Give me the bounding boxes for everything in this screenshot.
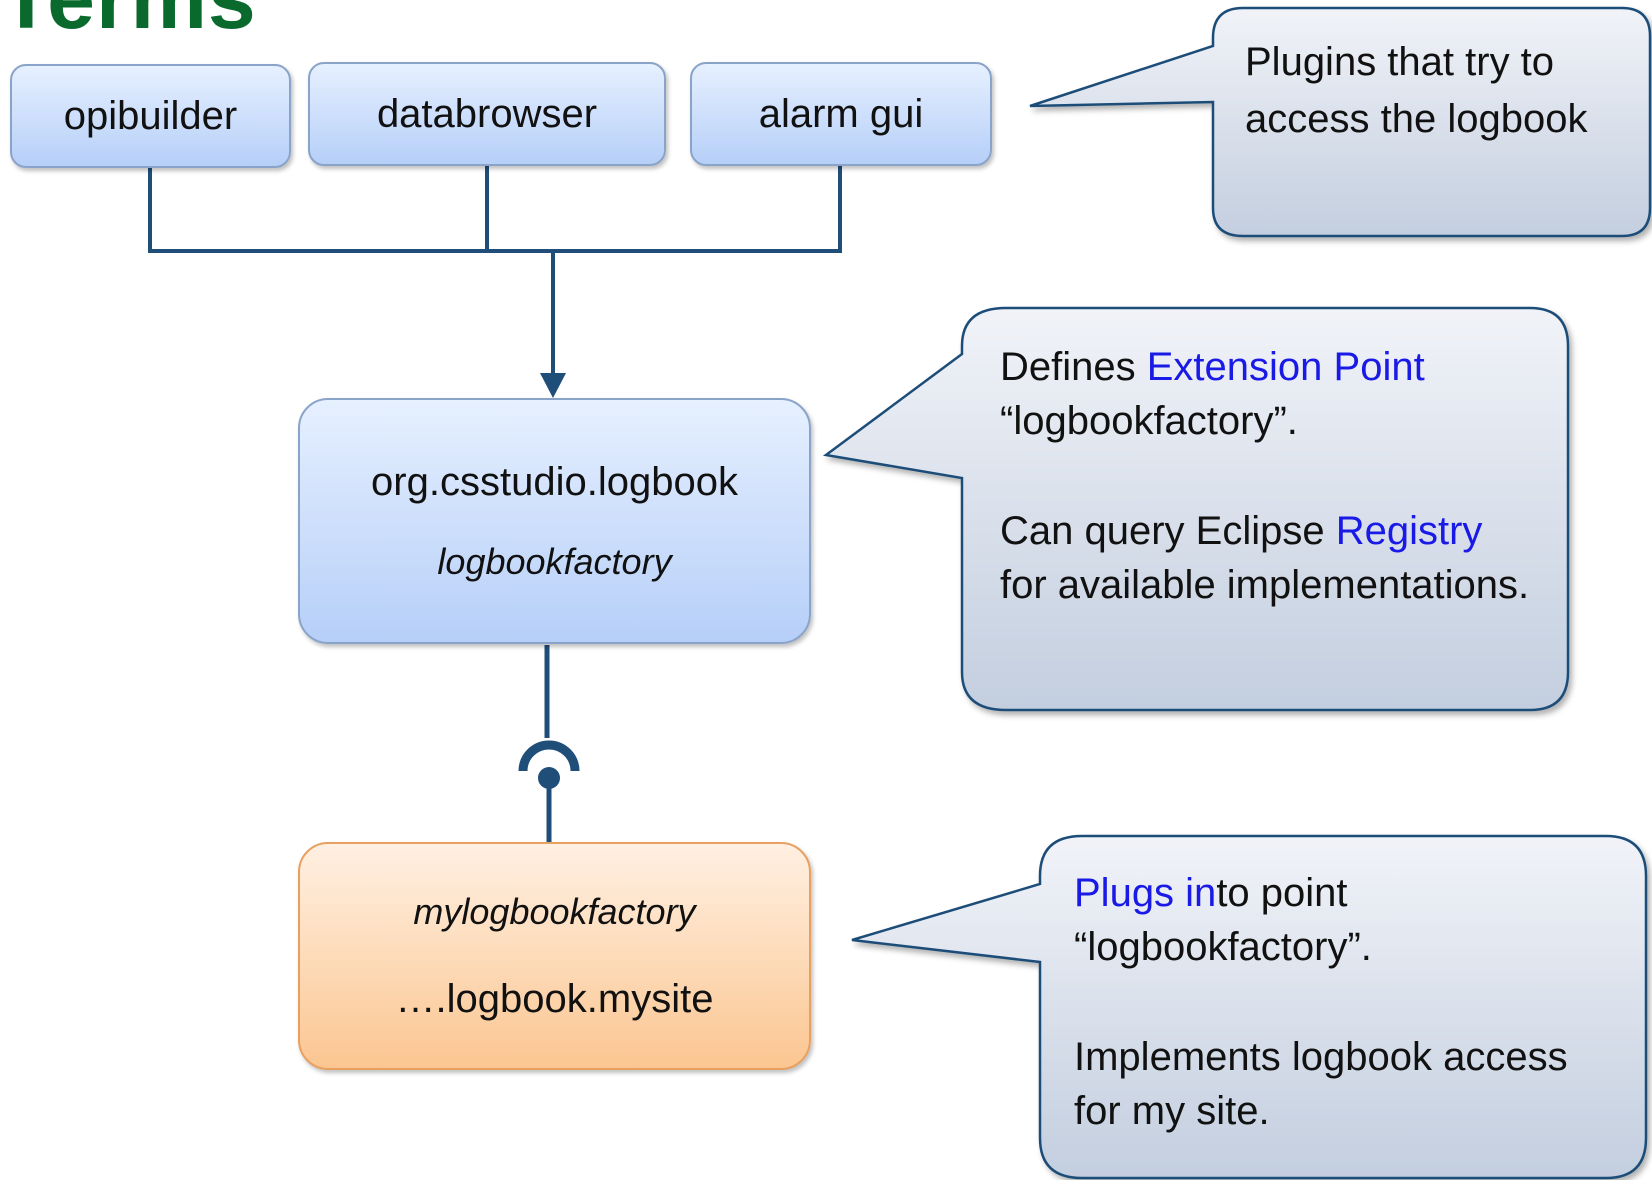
plugs-in-paragraph: Plugs into point “logbookfactory”. (1074, 866, 1444, 974)
extension-point-term: Extension Point (1146, 345, 1425, 389)
callout-extension-point (822, 306, 1570, 712)
plugin-connectors (148, 166, 842, 375)
site-plugin-name: ….logbook.mysite (395, 976, 714, 1021)
plugs-in-text: to point “logbookfactory”. (1074, 871, 1372, 969)
logbook-plugin-name: org.csstudio.logbook (371, 459, 738, 504)
callout-plugs-in (851, 834, 1648, 1180)
implements-paragraph: Implements logbook access for my site. (1074, 1035, 1568, 1133)
plugin-box-databrowser: databrowser (308, 62, 666, 166)
defines-name-text: “logbookfactory”. (1000, 399, 1298, 443)
logbook-plugin-box: org.csstudio.logbook logbookfactory (298, 398, 811, 644)
slide-title: Terms (0, 0, 257, 42)
callout-plugins-text: Plugins that try to access the logbook (1245, 40, 1588, 141)
defines-text: Defines (1000, 345, 1147, 389)
interface-socket-icon (518, 740, 580, 772)
registry-paragraph: Can query Eclipse Registry for available… (1000, 504, 1540, 612)
plugin-box-opibuilder: opibuilder (10, 64, 291, 168)
arrowhead-down-icon (540, 373, 566, 398)
query-text: Can query Eclipse (1000, 509, 1336, 553)
callout-plugins (1029, 6, 1652, 238)
registry-term: Registry (1335, 509, 1483, 553)
interface-ball-icon (538, 767, 560, 789)
site-extension-name: mylogbookfactory (413, 890, 696, 932)
plugin-label: databrowser (376, 91, 598, 136)
site-plugin-box: mylogbookfactory ….logbook.mysite (298, 842, 811, 1070)
plugin-label: alarm gui (758, 91, 924, 136)
extension-point-paragraph: Defines Extension Point “logbookfactory”… (1000, 340, 1540, 448)
callout-extension-point-text: Defines Extension Point “logbookfactory”… (1000, 340, 1540, 612)
plugin-box-alarm-gui: alarm gui (690, 62, 992, 166)
callout-plugs-in-text: Plugs into point “logbookfactory”. Imple… (1074, 866, 1594, 1138)
plugs-in-term: Plugs in (1074, 871, 1217, 915)
logbook-extension-point-name: logbookfactory (437, 540, 672, 582)
available-text: for available implementations. (1000, 563, 1530, 607)
plugin-label: opibuilder (63, 93, 238, 138)
